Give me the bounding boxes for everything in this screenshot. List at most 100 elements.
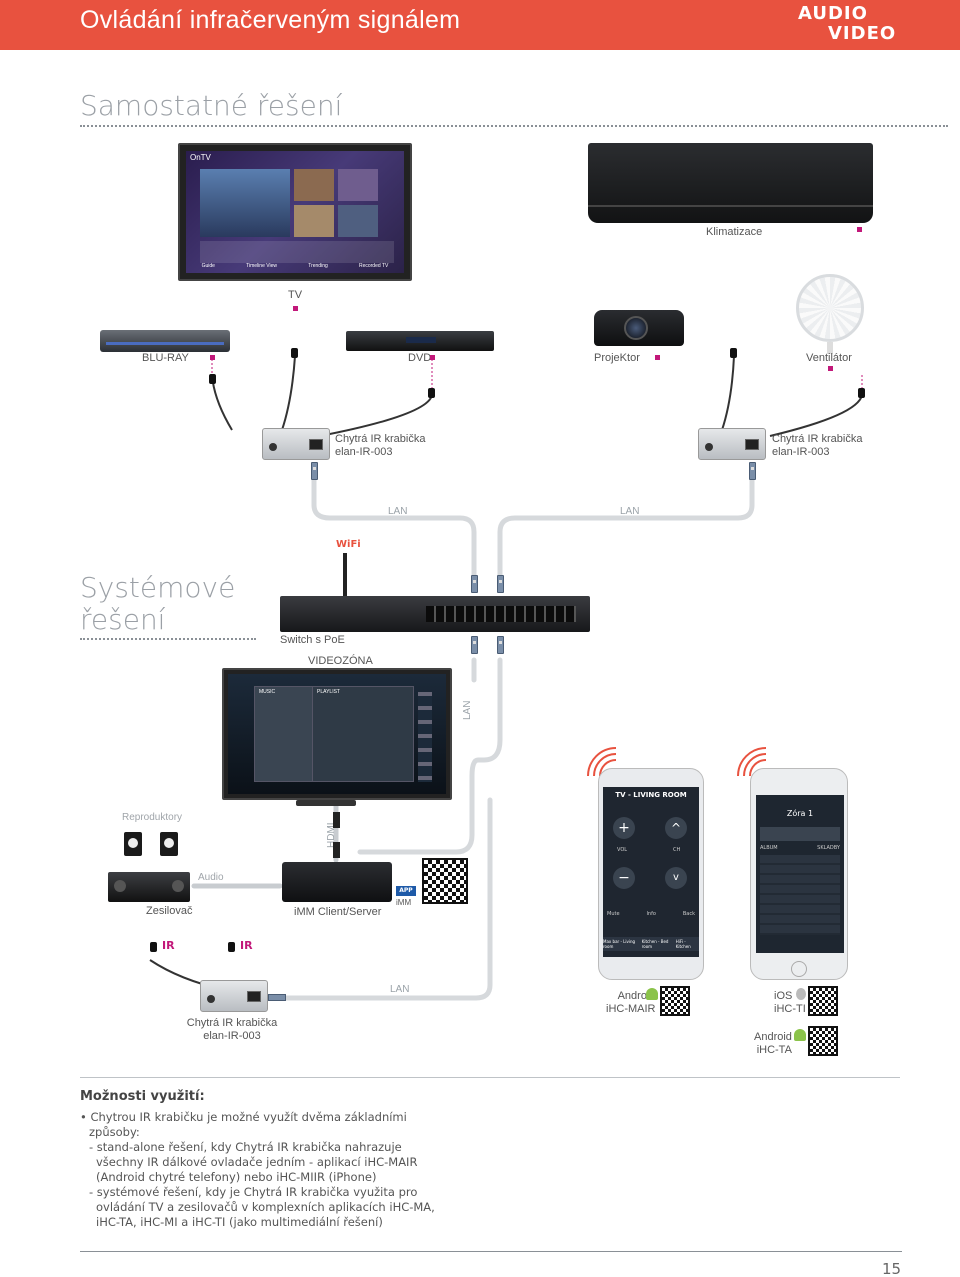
platform-label: Android xyxy=(754,1031,792,1043)
android-vol-label: VOL xyxy=(617,847,628,853)
tv-thumbnail xyxy=(338,205,378,237)
iphone-device: Zóra 1 ALBUM SKLADBY xyxy=(750,768,848,980)
lan-label: LAN xyxy=(388,506,408,517)
ir-box-left-label: Chytrá IR krabička elan-IR-003 xyxy=(335,433,425,459)
android-room-tab[interactable]: HiFi - Kitchen xyxy=(675,939,691,949)
media-screen-stand xyxy=(296,800,356,806)
android-bottom-buttons: Mute Info Back xyxy=(607,911,695,917)
options-line: - systémové řešení, kdy je Chytrá IR kra… xyxy=(89,1185,418,1199)
android-mute-button[interactable]: Mute xyxy=(607,911,620,917)
ir-emitter xyxy=(428,388,435,398)
apple-icon xyxy=(796,988,806,1000)
options-line: • Chytrou IR krabičku je možné využít dv… xyxy=(80,1110,407,1124)
hdmi-plug xyxy=(333,812,340,828)
ir-target-dot xyxy=(857,227,862,232)
android-screen-title: TV - LIVING ROOM xyxy=(615,791,687,799)
tv-nav-bar: Guide Timeline View Trending Recorded TV xyxy=(186,263,404,273)
ir-box-label-line: Chytrá IR krabička xyxy=(186,1017,278,1029)
android-room-tab[interactable]: Max bar - Living room xyxy=(603,939,636,949)
app-name-label: iHC-TA xyxy=(756,1044,792,1056)
app-name-label: iHC-MAIR xyxy=(606,1003,656,1015)
lan-plug xyxy=(497,636,504,654)
ir-emitter xyxy=(209,374,216,384)
tv-thumbnail xyxy=(294,169,334,201)
page-title: Ovládání infračerveným signálem xyxy=(80,6,461,34)
amplifier-device xyxy=(108,872,190,902)
tv-thumbnail xyxy=(294,205,334,237)
ir-emitter xyxy=(858,388,865,398)
ir-emitter-cable-2 xyxy=(281,355,296,431)
section-title-standalone: Samostatné řešení xyxy=(80,89,343,122)
ir-box-label-line: elan-IR-003 xyxy=(203,1030,261,1042)
ir-box-bottom-label: Chytrá IR krabička elan-IR-003 xyxy=(180,1017,284,1043)
media-screen: MUSIC PLAYLIST xyxy=(228,674,446,794)
imm-label: iMM Client/Server xyxy=(294,906,382,918)
lan-label: LAN xyxy=(620,506,640,517)
audio-video-logo: AUDIO VIDEO xyxy=(792,3,902,47)
android-back-button[interactable]: Back xyxy=(682,911,695,917)
android-phone-device: TV - LIVING ROOM + ^ VOL CH − v Mute Inf… xyxy=(598,768,704,980)
options-line: iHC-TA, iHC-MI a iHC-TI (jako multimediá… xyxy=(96,1215,383,1229)
wifi-antenna xyxy=(343,553,347,597)
android-icon xyxy=(646,988,658,1000)
options-line: všechny IR dálkové ovladače jedním - apl… xyxy=(96,1155,418,1169)
ir-target-dot xyxy=(430,355,435,360)
audio-label: Audio xyxy=(198,872,224,883)
iphone-tabs: ALBUM SKLADBY xyxy=(760,845,840,851)
ir-emitter xyxy=(730,348,737,358)
poe-switch-device xyxy=(280,596,590,632)
tv-thumbnail-row xyxy=(200,241,394,263)
tv-screen: OnTV Guide Timeline View Trending Record… xyxy=(186,151,404,273)
switch-label: Switch s PoE xyxy=(280,634,345,646)
lan-cable-bottom-ir xyxy=(277,797,493,1001)
options-line: - stand-alone řešení, kdy Chytrá IR krab… xyxy=(89,1140,402,1154)
tv-device: OnTV Guide Timeline View Trending Record… xyxy=(178,143,412,281)
iphone-screen: Zóra 1 ALBUM SKLADBY xyxy=(756,795,844,953)
switch-ports xyxy=(426,606,576,622)
android-volume-up-button[interactable]: + xyxy=(613,817,635,839)
ir-box-label-line: elan-IR-003 xyxy=(772,446,830,458)
projector-label: ProjeKtor xyxy=(594,352,640,364)
tv-thumbnail xyxy=(338,169,378,201)
tv-thumbnail-large xyxy=(200,169,290,237)
bluray-label: BLU-RAY xyxy=(142,352,189,364)
android-channel-down-button[interactable]: v xyxy=(665,867,687,889)
iphone-tab[interactable]: ALBUM xyxy=(760,845,778,851)
projector-device xyxy=(594,310,684,346)
iphone-home-button xyxy=(791,961,807,977)
ir-target-dot xyxy=(828,366,833,371)
app-badge-name: iMM xyxy=(396,898,412,907)
android-channel-up-button[interactable]: ^ xyxy=(665,817,687,839)
iphone-tab[interactable]: SKLADBY xyxy=(817,845,840,851)
options-line: (Android chytré telefony) nebo iHC-MIIR … xyxy=(96,1170,377,1184)
iphone-track-list xyxy=(760,855,840,935)
android-room-tabs: Max bar - Living room Kitchen - Bed room… xyxy=(603,937,699,951)
ir-box-left xyxy=(262,428,330,460)
tv-nav-item: Timeline View xyxy=(246,263,277,269)
lan-plug xyxy=(268,994,286,1001)
ir-box-label-line: Chytrá IR krabička xyxy=(772,433,863,445)
tv-label: TV xyxy=(287,289,303,301)
android-info-button[interactable]: Info xyxy=(646,911,656,917)
app-name-label: iHC-TI xyxy=(774,1003,806,1015)
dvd-label: DVD xyxy=(408,352,432,364)
ir-emitter xyxy=(228,942,235,952)
speakers-label: Reproduktory xyxy=(122,812,183,823)
media-screen-device: MUSIC PLAYLIST xyxy=(222,668,452,800)
imm-server-device xyxy=(282,862,392,902)
footer-divider xyxy=(80,1251,902,1252)
page-number: 15 xyxy=(882,1260,902,1277)
ir-box-label-line: elan-IR-003 xyxy=(335,446,393,458)
lan-plug xyxy=(471,575,478,593)
hdmi-plug xyxy=(333,842,340,858)
android-room-tab[interactable]: Kitchen - Bed room xyxy=(641,939,669,949)
ir-label: IR xyxy=(240,939,253,952)
android-volume-down-button[interactable]: − xyxy=(613,867,635,889)
qr-code-android xyxy=(660,986,690,1016)
lan-label-vertical: LAN xyxy=(462,700,473,720)
lan-plug xyxy=(497,575,504,593)
options-divider xyxy=(80,1077,900,1078)
ir-box-bottom xyxy=(200,980,268,1012)
ir-box-label-line: Chytrá IR krabička xyxy=(335,433,426,445)
section-title-line: řešení xyxy=(80,603,166,637)
